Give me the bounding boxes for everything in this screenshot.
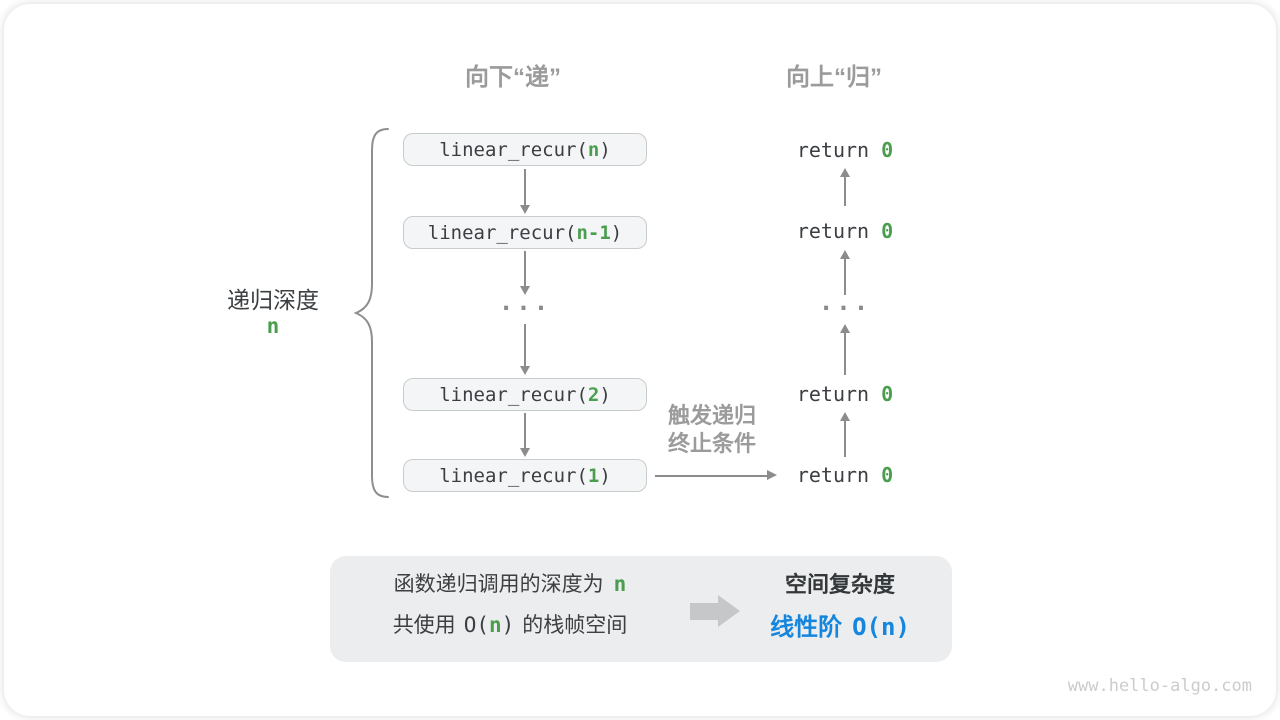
arrow-right-icon (655, 470, 777, 482)
return-keyword: return (796, 138, 870, 162)
summary-line1-value: n (613, 572, 627, 596)
space-complexity-value: 线性阶 O(n) (740, 613, 940, 642)
termination-line2: 终止条件 (667, 431, 757, 456)
recursion-depth-value: n (266, 314, 280, 338)
call-box-2: linear_recur(2) (403, 378, 647, 411)
summary-line2-pre: 共使用 (392, 614, 456, 637)
complexity-order-label: 线性阶 (770, 614, 843, 641)
summary-line2-post: 的栈帧空间 (522, 614, 628, 637)
header-descend: 向下“递” (465, 64, 561, 91)
call-close: ) (599, 138, 611, 161)
return-value: 0 (881, 382, 894, 406)
call-close: ) (599, 464, 611, 487)
call-text: linear_recur( (439, 383, 588, 406)
bigO-open: O( (463, 613, 489, 637)
call-text: linear_recur( (439, 138, 588, 161)
return-keyword: return (796, 463, 870, 487)
return-value: 0 (881, 463, 894, 487)
summary-line2-bigO: O(n) (463, 613, 515, 637)
call-close: ) (610, 221, 623, 244)
return-value: 0 (881, 138, 894, 162)
call-arg: 2 (587, 383, 600, 406)
call-box-1: linear_recur(1) (403, 459, 647, 492)
summary-line1-text: 函数递归调用的深度为 (393, 573, 604, 596)
summary-line-1: 函数递归调用的深度为 n (330, 564, 690, 605)
arrow-up-icon (839, 412, 851, 457)
header-ascend: 向上“归” (786, 64, 882, 91)
call-box-n-1: linear_recur(n-1) (403, 216, 647, 249)
return-statement: return 0 (797, 219, 893, 243)
arrow-down-icon (519, 251, 531, 295)
implies-arrow-icon (690, 595, 740, 628)
call-arg: n (587, 138, 600, 161)
call-box-n: linear_recur(n) (403, 133, 647, 166)
bigO-n: n (488, 613, 502, 637)
return-value: 0 (881, 219, 894, 243)
bigO-close: ) (501, 613, 515, 637)
space-complexity-title: 空间复杂度 (784, 572, 895, 597)
arrow-down-icon (519, 413, 531, 457)
termination-line1: 触发递归 (667, 403, 757, 428)
recursion-depth-label: 递归深度 (227, 287, 319, 313)
return-statement: return 0 (797, 138, 893, 162)
call-text: linear_recur( (439, 464, 588, 487)
arrow-down-icon (519, 169, 531, 214)
return-statement: return 0 (797, 382, 893, 406)
summary-line-2: 共使用 O(n) 的栈帧空间 (330, 605, 690, 646)
call-arg: n-1 (576, 221, 611, 244)
arrow-up-icon (839, 324, 851, 375)
arrow-down-icon (519, 324, 531, 375)
call-text: linear_recur( (427, 221, 577, 244)
summary-box (330, 556, 952, 662)
termination-condition-label: 触发递归 终止条件 (668, 402, 756, 458)
call-arg: 1 (587, 464, 600, 487)
ellipsis-right: ... (818, 288, 872, 316)
arrow-up-icon (839, 168, 851, 206)
watermark: www.hello-algo.com (1067, 676, 1252, 696)
complexity-notation: O(n) (852, 613, 910, 641)
summary-result: 空间复杂度 线性阶 O(n) (740, 572, 940, 642)
ellipsis-left: ... (498, 288, 552, 316)
return-keyword: return (796, 219, 870, 243)
call-close: ) (599, 383, 611, 406)
brace-icon (353, 128, 389, 498)
return-statement: return 0 (797, 463, 893, 487)
arrow-up-icon (839, 250, 851, 295)
return-keyword: return (796, 382, 870, 406)
